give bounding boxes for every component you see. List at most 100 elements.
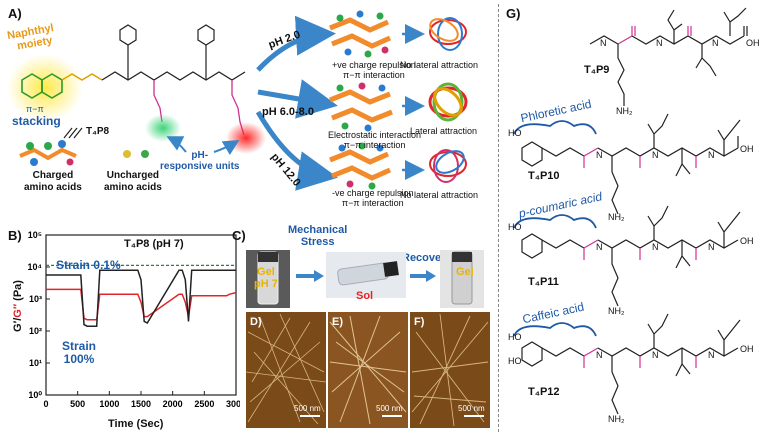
tangle-lateral [428,82,468,122]
ph-responsive-label: pH- responsive units [160,150,239,172]
t4p12-nh-3: N [708,350,715,360]
t4p11-nh2: NH₂ [608,306,625,316]
ph12-note-line1: -ve charge repulsion [332,188,414,198]
ph-responsive-line2: responsive units [160,161,240,172]
y-tick-label: 10³ [29,294,42,304]
stacking-label: stacking [12,114,61,128]
tangle-no-lateral-1 [429,17,467,51]
t4p11-nh-3: N [708,242,715,252]
coumaric-brace [513,214,597,229]
t4p10-ho: HO [508,128,522,138]
no-lateral-label-1: No lateral attraction [400,60,479,70]
gel-line1: Gel [257,266,275,278]
charged-line2: amino acids [24,182,82,193]
arrow-ph2 [256,15,336,72]
afm-tag-e: E) [332,316,343,328]
ylabel-loss: G″ [11,303,24,318]
gel-recovered-label: Gel [456,266,474,278]
y-tick-label: 10⁵ [28,230,42,240]
x-tick-label: 2000 [163,399,183,409]
t4p12-ho-2: HO [508,356,522,366]
afm-scale-e: 500 nm [376,404,403,413]
x-tick-label: 500 [70,399,85,409]
t4p10-nh2: NH₂ [608,212,625,222]
no-lateral-label-2: No lateral attraction [400,190,479,200]
arrow-ph7 [257,79,338,119]
ph-responsive-line1: pH- [191,150,209,161]
t4p9-oh: OH [746,38,760,48]
ph12-note: -ve charge repulsion π−π interaction [332,188,414,208]
ph7-note-line1: Electrostatic interaction [328,130,422,140]
gel-label: Gel pH 7 [254,266,278,290]
afm-tag-d: D) [250,316,262,328]
ph7-note: Electrostatic interaction π−π interactio… [328,130,421,150]
t4p9-nh2: NH₂ [616,106,633,116]
uncharged-label: Uncharged amino acids [104,170,162,194]
afm-image-f [410,312,490,428]
arrow-ph12 [255,110,338,191]
panel-g-label: G) [506,6,521,21]
ph2-note-line1: +ve charge repulsion [332,60,416,70]
strain-high-label: Strain 100% [62,340,96,366]
ph12-note-line2: π−π interaction [341,198,404,208]
t4p10-nh-2: N [652,150,659,160]
t4p12-ho: HO [508,332,522,342]
t4p11-nh-1: N [596,242,603,252]
strain-high-line1: Strain [62,339,97,353]
panel-b-label: B) [8,228,22,243]
ph7-label: pH 6.0-8.0 [262,106,314,118]
ph2-note: +ve charge repulsion π−π interaction [332,60,416,80]
t4p12-structure [521,313,741,415]
phenyl-rings [119,24,215,80]
x-tick-label: 3000 [226,399,240,409]
ph2-note-line2: π−π interaction [343,70,405,80]
sol-label: Sol [356,290,374,302]
caffeic-brace [513,322,597,337]
t4p12-label: T₄P12 [528,386,560,398]
t4p9-nh-3: N [712,38,719,48]
y-tick-label: 10² [29,326,42,336]
y-tick-label: 10⁰ [28,390,42,400]
afm-image-e [328,312,408,428]
phloretic-brace [513,120,597,135]
strain-low-label: Strain 0.1% [56,258,121,272]
mechanical-line1: Mechanical [288,224,348,236]
ph-arrow-left [166,136,187,153]
t4p9-label: T₄P9 [584,64,610,76]
storage-modulus-line [46,269,236,327]
charged-label: Charged amino acids [24,170,82,194]
ylabel-unit: (Pa) [11,280,24,301]
panel-a-figure [7,10,468,191]
t4p10-label: T₄P10 [528,170,560,182]
t4p11-label: T₄P11 [528,276,559,288]
x-tick-label: 1000 [99,399,119,409]
linker-bond [61,73,103,81]
afm-images [245,312,490,428]
t4p9-structure [589,7,748,106]
t4p11-ho: HO [508,222,522,232]
aggregate-ph7 [329,82,393,132]
t4p12-nh-2: N [652,350,659,360]
afm-tag-f: F) [414,316,425,328]
aggregate-ph12 [329,142,392,190]
t4p12-oh: OH [740,344,754,354]
t4p9-nh-2: N [656,38,663,48]
t4p10-structure [521,113,741,215]
panel-a-label: A) [8,6,22,21]
uncharged-dot [123,150,131,158]
t4p11-structure [521,205,741,307]
panel-divider [498,4,499,432]
t4p9-nh-1: N [600,38,607,48]
charged-line1: Charged [32,170,74,181]
afm-image-d [245,312,327,428]
t4p11-oh: OH [740,236,754,246]
x-tick-label: 1500 [131,399,151,409]
stacking-marks [63,127,83,139]
vial-photos [246,250,484,308]
t4p8-backbone [101,71,246,81]
recover-label: Recover [402,252,446,264]
panel-c-label: C) [232,228,246,243]
uncharged-line1: Uncharged [106,170,160,181]
naphthyl-glow [7,54,83,122]
t4p10-oh: OH [740,144,754,154]
